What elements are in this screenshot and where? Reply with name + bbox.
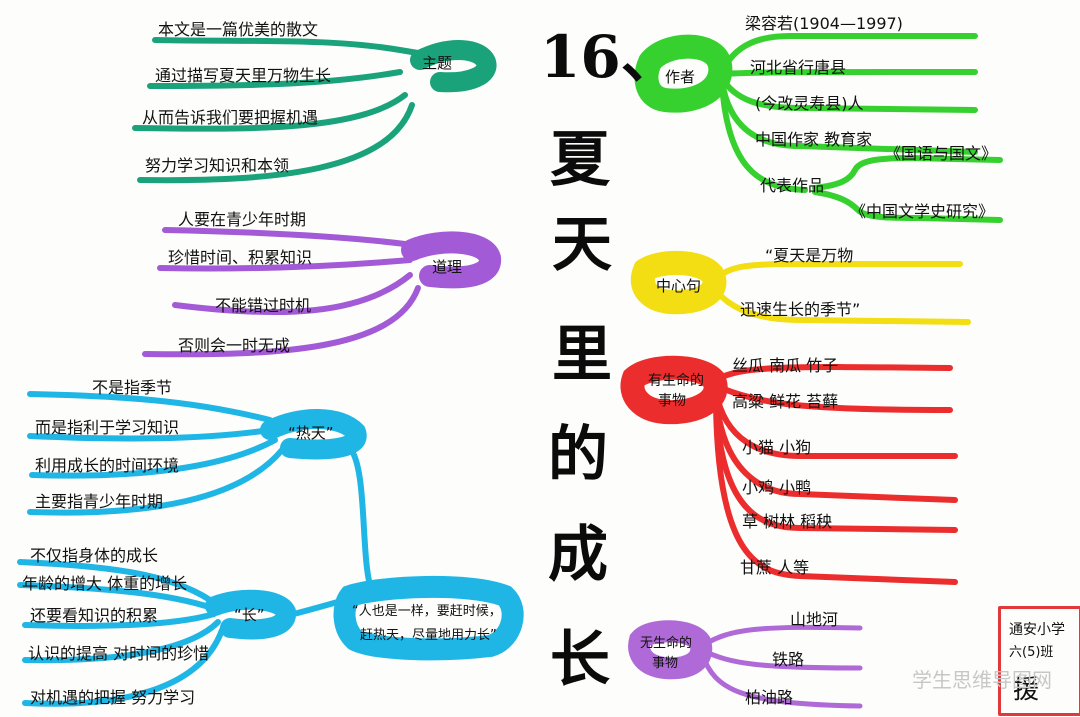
living-item: 高粱 鲜花 苔藓 xyxy=(732,392,839,411)
grow-node-label: “长” xyxy=(234,606,265,624)
stamp-class: 六(5)班 xyxy=(1009,645,1054,660)
title-char-1: 夏 xyxy=(550,125,610,195)
living-item: 小鸡 小鸭 xyxy=(742,478,812,497)
center-node-label: 中心句 xyxy=(656,277,702,295)
watermark: 学生思维导图网 xyxy=(912,668,1052,692)
hot-item: 利用成长的时间环境 xyxy=(35,456,180,475)
nonliving-item: 山地河 xyxy=(790,610,839,629)
author-item: 中国作家 教育家 xyxy=(755,130,873,149)
reason-item: 不能错过时机 xyxy=(215,296,312,315)
title-char-2: 天 xyxy=(552,210,612,280)
title-number: 16、 xyxy=(540,23,679,91)
hot-item: 不是指季节 xyxy=(92,378,173,397)
author-work: 《中国文学史研究》 xyxy=(850,202,995,221)
hot-item: 主要指青少年时期 xyxy=(35,492,164,511)
living-branch xyxy=(620,355,958,585)
reason-item: 人要在青少年时期 xyxy=(178,210,307,229)
title-char-3: 里 xyxy=(552,320,612,390)
hot-grow-branch xyxy=(17,391,524,707)
author-item: 代表作品 xyxy=(760,176,825,195)
nonliving-node-label-2: 事物 xyxy=(652,656,679,671)
center-item: “夏天是万物 xyxy=(765,246,854,265)
people-quote-line1: “人也是一样，要赶时候， xyxy=(352,604,502,619)
nonliving-item: 铁路 xyxy=(772,650,805,669)
title-char-5: 成 xyxy=(548,520,608,590)
hot-node-label: “热天” xyxy=(288,424,334,442)
reason-item: 否则会一时无成 xyxy=(178,336,291,355)
nonliving-branch xyxy=(628,620,863,709)
theme-branch xyxy=(132,37,497,184)
living-node-label-1: 有生命的 xyxy=(648,373,704,389)
title-char-6: 长 xyxy=(550,625,610,695)
grow-item: 认识的提高 对时间的珍惜 xyxy=(28,644,210,663)
living-item: 草 树林 稻秧 xyxy=(742,512,833,531)
reason-node-label: 道理 xyxy=(432,258,463,276)
grow-item: 对机遇的把握 努力学习 xyxy=(30,688,196,707)
center-branch xyxy=(630,250,971,325)
author-stamp: 通安小学 六(5)班 援 xyxy=(998,606,1080,716)
author-item: 河北省行唐县 xyxy=(750,58,847,77)
author-branch xyxy=(634,33,1003,223)
stamp-name: 援 xyxy=(1013,675,1040,705)
theme-item: 通过描写夏天里万物生长 xyxy=(155,66,332,85)
author-item: 梁容若(1904—1997) xyxy=(745,14,903,33)
title-char-4: 的 xyxy=(548,420,608,490)
grow-item: 还要看知识的积累 xyxy=(30,606,159,625)
living-item: 丝瓜 南瓜 竹子 xyxy=(732,356,839,375)
living-item: 小猫 小狗 xyxy=(742,438,812,457)
grow-item: 不仅指身体的成长 xyxy=(30,546,159,565)
author-item: (今改灵寿县)人 xyxy=(755,94,864,113)
author-node-label: 作者 xyxy=(665,68,696,86)
nonliving-node-label-1: 无生命的 xyxy=(640,636,693,651)
reason-item: 珍惜时间、积累知识 xyxy=(168,248,313,267)
living-node-label-2: 事物 xyxy=(658,393,686,409)
stamp-school: 通安小学 xyxy=(1009,622,1065,638)
theme-item: 努力学习知识和本领 xyxy=(145,156,290,175)
hot-item: 而是指利于学习知识 xyxy=(35,418,180,437)
nonliving-item: 柏油路 xyxy=(745,688,794,707)
reason-branch xyxy=(142,227,501,358)
people-quote-line2: 赶热天，尽量地用力长” xyxy=(360,628,497,643)
author-work: 《国语与国文》 xyxy=(885,144,998,163)
theme-item: 本文是一篇优美的散文 xyxy=(158,20,319,39)
center-item: 迅速生长的季节” xyxy=(740,300,861,319)
grow-item: 年龄的增大 体重的增长 xyxy=(22,574,188,593)
theme-item: 从而告诉我们要把握机遇 xyxy=(142,108,319,127)
living-item: 甘蔗 人等 xyxy=(740,558,810,577)
theme-node-label: 主题 xyxy=(422,54,453,72)
